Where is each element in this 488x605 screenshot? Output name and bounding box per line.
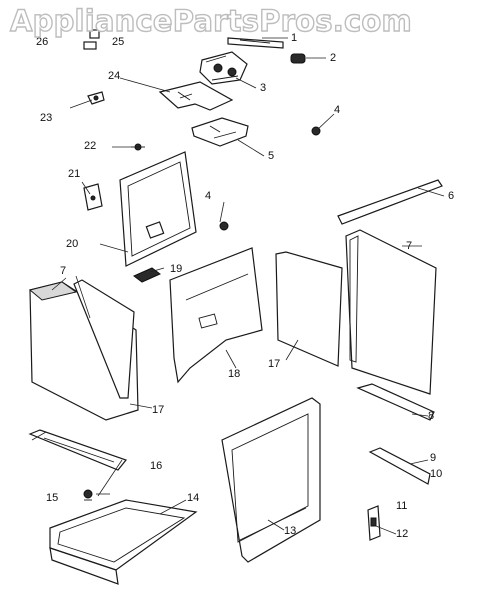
part-1-bracket: [227, 37, 284, 49]
callout-25: 25: [112, 36, 125, 48]
callout-2: 2: [330, 52, 337, 64]
callout-24: 24: [108, 70, 121, 82]
part-15-leveler: [83, 489, 93, 501]
callout-12: 12: [396, 528, 409, 540]
part-24-plate: [158, 81, 234, 111]
callout-21: 21: [68, 168, 81, 180]
callout-20: 20: [66, 238, 79, 250]
part-19-clip: [133, 267, 161, 283]
part-13-front-frame: [221, 397, 321, 563]
callout-14: 14: [187, 492, 200, 504]
part-26-clip: [83, 41, 97, 50]
callout-4-mid: 4: [205, 190, 212, 202]
callout-1: 1: [291, 32, 298, 44]
part-3-valve: [199, 51, 248, 85]
callout-19: 19: [170, 263, 183, 275]
part-2-knob: [290, 53, 306, 64]
callout-10: 10: [430, 468, 443, 480]
callout-26: 26: [36, 36, 49, 48]
callout-9: 9: [430, 452, 437, 464]
callout-5: 5: [268, 150, 275, 162]
callout-7-left: 7: [60, 265, 67, 277]
part-14-drawer: [49, 499, 198, 585]
part-21-plate: [83, 183, 103, 211]
callout-8: 8: [428, 410, 435, 422]
callout-3: 3: [260, 82, 267, 94]
part-7-side-panel-right: [345, 229, 437, 395]
callout-17-right: 17: [268, 358, 281, 370]
callout-4-top: 4: [334, 104, 341, 116]
callout-11: 11: [396, 500, 408, 512]
callout-23: 23: [40, 112, 53, 124]
part-25-clip: [89, 29, 100, 39]
callout-15: 15: [46, 492, 59, 504]
leader-lines: [31, 37, 445, 535]
callout-7-right: 7: [406, 240, 413, 252]
part-17-insulation-right: [275, 251, 343, 367]
callout-6: 6: [448, 190, 455, 202]
part-9-10-rail: [368, 447, 431, 485]
callout-18: 18: [228, 368, 241, 380]
part-8-rail: [356, 383, 435, 421]
callout-13: 13: [284, 525, 297, 537]
part-5-bracket: [191, 117, 249, 147]
part-23-bracket: [87, 91, 105, 105]
part-17-insulation-left: [73, 279, 135, 399]
part-11-12-bracket: [367, 505, 381, 541]
callout-17-left: 17: [152, 404, 165, 416]
part-18-center-panel: [169, 247, 263, 384]
part-20-back-panel: [119, 151, 197, 267]
callout-22: 22: [84, 140, 97, 152]
part-6-rail: [337, 179, 443, 225]
part-4-screw-mid: [219, 221, 229, 231]
part-16-rail: [28, 429, 127, 471]
callout-16: 16: [150, 460, 163, 472]
